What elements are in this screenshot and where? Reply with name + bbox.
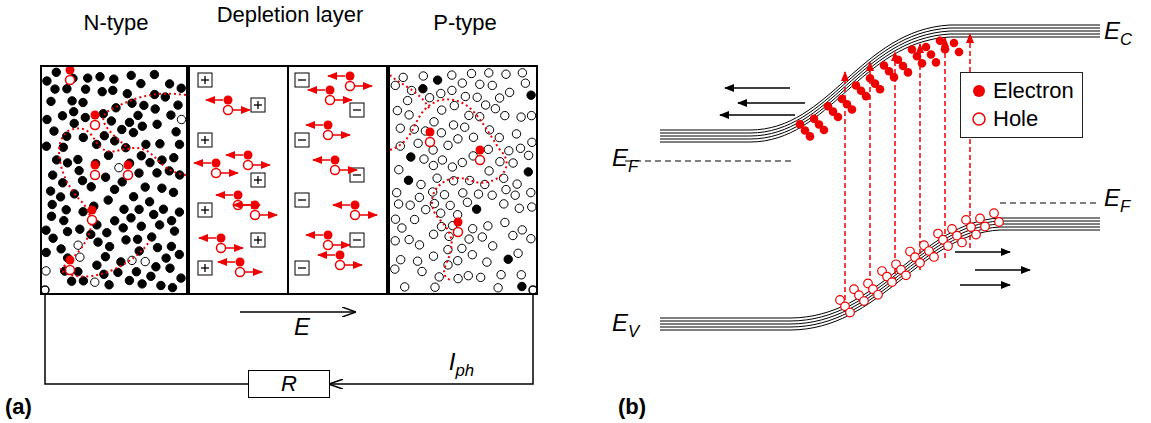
legend-text: Hole bbox=[993, 106, 1038, 132]
component-label: R bbox=[249, 372, 329, 396]
region-heading: P-type bbox=[360, 11, 570, 35]
region-box: P-type bbox=[388, 65, 538, 295]
band-diagram bbox=[625, 25, 1100, 330]
field-label: E bbox=[294, 314, 310, 340]
legend-swatch bbox=[969, 81, 989, 101]
legend-entry: Electron bbox=[969, 77, 1074, 105]
region-heading: N-type bbox=[12, 11, 220, 35]
panel-label: (b) bbox=[618, 395, 646, 419]
region-box: N-type bbox=[40, 65, 188, 295]
fermi-level: EF bbox=[612, 145, 638, 176]
band-edge: EC bbox=[1104, 18, 1132, 49]
region-heading: Depletion layer bbox=[160, 3, 420, 27]
legend-swatch bbox=[969, 109, 989, 129]
wire bbox=[330, 286, 537, 384]
legend-entry: Hole bbox=[969, 105, 1074, 133]
legend-box: ElectronHole bbox=[960, 72, 1083, 138]
legend-text: Electron bbox=[993, 78, 1074, 104]
fermi-level: EF bbox=[1104, 185, 1130, 216]
panel-label: (a) bbox=[5, 395, 32, 419]
current-label: Iph bbox=[449, 349, 474, 380]
field-arrow bbox=[240, 311, 355, 313]
resistor-symbol: R bbox=[248, 370, 330, 398]
region-box: Depletion layer bbox=[188, 65, 388, 295]
band-edge: EV bbox=[612, 310, 639, 341]
divider bbox=[287, 65, 289, 295]
wire bbox=[41, 286, 248, 384]
